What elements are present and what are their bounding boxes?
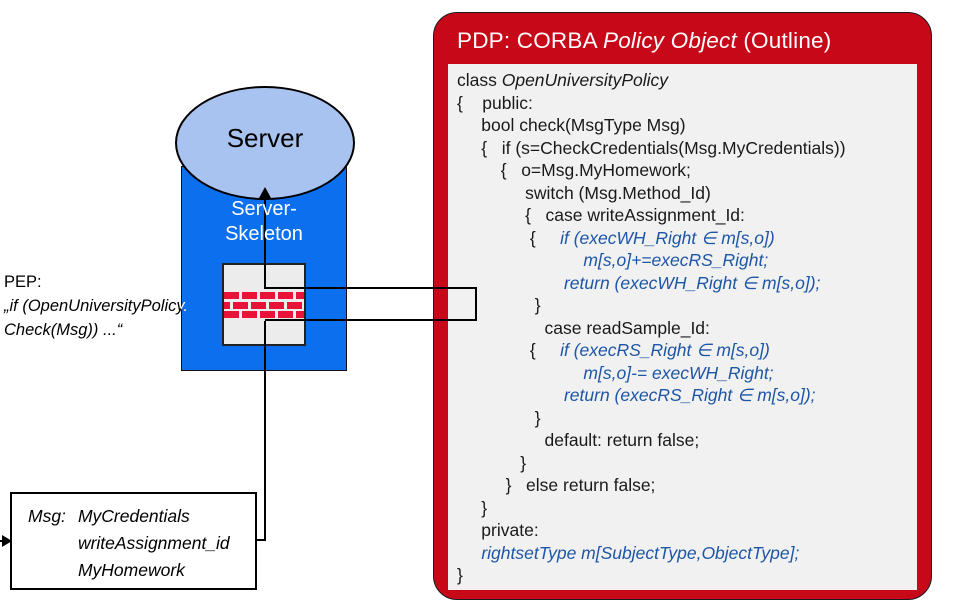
brick-row — [224, 292, 304, 299]
pep-code-line1: „if (OpenUniversityPolicy. — [4, 297, 188, 315]
skeleton-label: Server- Skeleton — [181, 197, 347, 247]
code-line: } — [457, 452, 527, 473]
code-line: } — [457, 295, 541, 315]
pep-code-line2: Check(Msg)) ...“ — [4, 321, 123, 339]
arrowhead-right-icon — [2, 535, 12, 547]
code-line: private: — [457, 520, 539, 540]
pep-label: PEP: — [4, 273, 42, 291]
msg-item: MyCredentials — [77, 506, 190, 526]
code-line: { if (execRS_Right ∈ m[s,o]) — [457, 340, 770, 360]
code-line: { case writeAssignment_Id: — [457, 205, 745, 225]
firewall-bricks — [224, 292, 304, 318]
msg-to-channel-line — [264, 321, 266, 541]
code-line: class OpenUniversityPolicy — [457, 70, 669, 90]
arrowhead-up-icon — [259, 187, 271, 198]
pdp-title-italic: Policy Object — [603, 28, 737, 53]
skeleton-label-line1: Server- — [231, 198, 297, 220]
code-line: bool check(MsgType Msg) — [457, 115, 686, 135]
msg-label: Msg: — [28, 506, 66, 526]
pdp-title-prefix: PDP: CORBA — [457, 28, 603, 53]
code-line: } else return false; — [457, 475, 656, 495]
msg-to-channel-elbow — [256, 539, 266, 541]
code-line: { if (s=CheckCredentials(Msg.MyCredentia… — [457, 137, 846, 158]
msg-box: Msg: MyCredentials writeAssignment_id My… — [10, 492, 257, 590]
code-line: } — [457, 407, 541, 428]
code-line: default: return false; — [457, 430, 700, 450]
pep-code-line1-overlap: „if (OpenUniversityPolicy. — [4, 297, 188, 315]
code-line: } — [457, 497, 488, 518]
pdp-title-suffix: (Outline) — [736, 28, 832, 53]
server-label: Server — [226, 122, 304, 153]
code-line: m[s,o]+=execRS_Right; — [583, 250, 769, 270]
arrow-to-server-line — [264, 197, 266, 289]
code-line: { o=Msg.MyHomework; — [457, 160, 691, 180]
code-line: { public: — [457, 92, 533, 113]
msg-item: writeAssignment_id — [77, 533, 230, 553]
pdp-title: PDP: CORBA Policy Object (Outline) — [457, 28, 927, 54]
code-line: rightsetType m[SubjectType,ObjectType]; — [481, 542, 800, 563]
code-line: } — [457, 565, 463, 585]
pdp-code-panel: class OpenUniversityPolicy{ public: bool… — [448, 64, 917, 590]
code-line: return (execWH_Right ∈ m[s,o]); — [563, 272, 821, 293]
code-line: m[s,o]-= execWH_Right; — [583, 362, 774, 383]
msg-item: MyHomework — [77, 560, 185, 580]
brick-row — [224, 301, 304, 309]
code-line: case readSample_Id: — [457, 317, 710, 338]
code-line: return (execRS_Right ∈ m[s,o]); — [563, 385, 816, 405]
skeleton-label-line2: Skeleton — [225, 223, 303, 245]
brick-row — [224, 311, 304, 318]
msg-items: MyCredentials writeAssignment_id MyHomew… — [78, 503, 230, 588]
pdp-channel-rect — [265, 287, 477, 321]
code-line: { if (execWH_Right ∈ m[s,o]) — [457, 227, 775, 248]
code-line: switch (Msg.Method_Id) — [457, 182, 711, 203]
server-ellipse: Server — [175, 86, 355, 200]
